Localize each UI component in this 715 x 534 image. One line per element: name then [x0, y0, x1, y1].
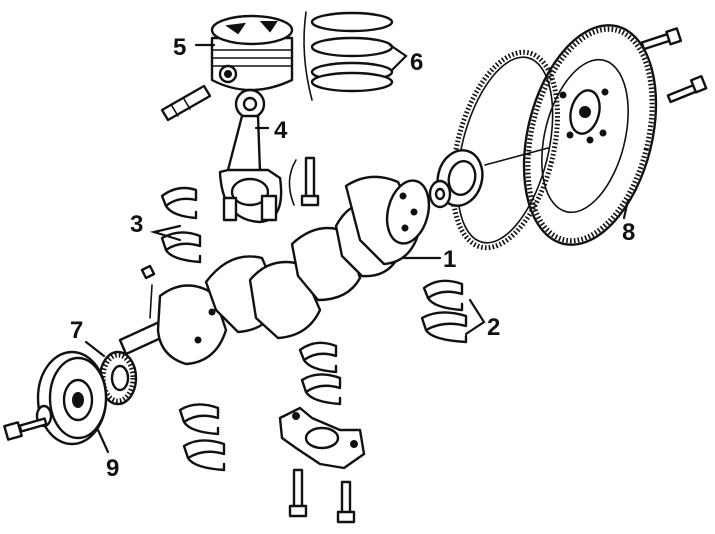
main-bearing-cap — [278, 406, 366, 470]
flywheel — [522, 24, 658, 246]
main-bearing-shell-upper-a — [160, 186, 198, 220]
flywheel-bolt-lower — [666, 74, 708, 104]
pulley-bolt — [3, 404, 53, 441]
assembly-axis-line — [484, 147, 549, 166]
callout-3: 3 — [130, 211, 143, 238]
crank-pulley — [36, 350, 108, 446]
piston-rings — [303, 11, 394, 101]
callout-9: 9 — [106, 455, 119, 482]
woodruff-key — [140, 264, 156, 280]
connecting-rod — [218, 88, 283, 224]
callout-7: 7 — [70, 317, 83, 344]
timing-sprocket — [98, 350, 138, 406]
callout-4: 4 — [274, 117, 288, 144]
leader-lines — [84, 43, 630, 454]
main-cap-bolt-left — [288, 468, 308, 518]
callout-6: 6 — [410, 49, 423, 76]
flywheel-bolt-upper — [640, 27, 683, 51]
gudgeon-pin — [160, 84, 212, 122]
piston — [210, 14, 294, 92]
big-end-bolt — [300, 156, 320, 207]
crankshaft — [118, 175, 431, 366]
key-axis-line — [149, 284, 153, 319]
main-bearing-shell-lower-front — [178, 403, 226, 472]
callout-8: 8 — [622, 219, 635, 246]
main-bearing-shell-lower-center — [298, 341, 342, 406]
big-end-bracket — [288, 159, 297, 206]
spigot-bearing — [428, 179, 452, 209]
callout-5: 5 — [173, 34, 186, 61]
main-cap-bolt-right — [336, 480, 356, 524]
callout-1: 1 — [443, 246, 456, 273]
thrust-bearing-shell-upper — [422, 279, 464, 312]
thrust-bearing-shell-lower — [420, 311, 468, 344]
callout-2: 2 — [487, 314, 500, 341]
